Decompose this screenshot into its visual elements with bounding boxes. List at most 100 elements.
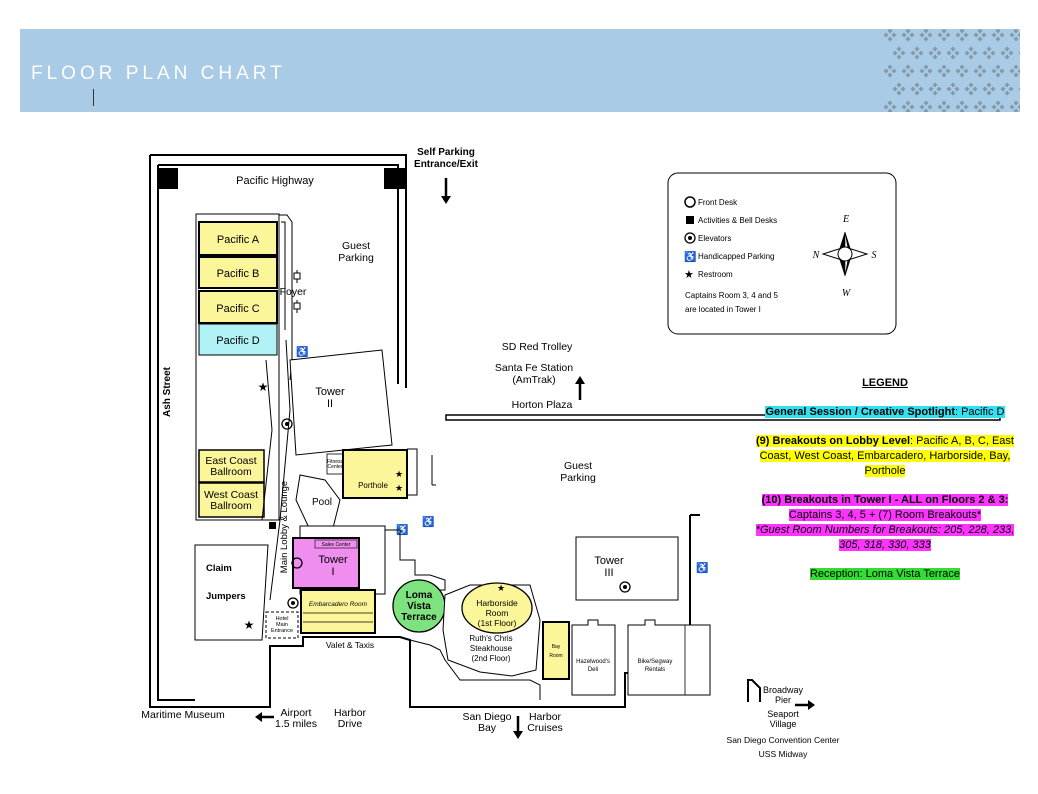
corner-block-left: [158, 168, 178, 189]
restroom-icon: ★: [258, 380, 269, 394]
claim-jumpers-outline: [194, 544, 269, 641]
restroom-key-icon: ★: [684, 269, 694, 281]
room-porthole: Porthole ★ ★: [342, 449, 408, 499]
svg-text:Pacific B: Pacific B: [217, 268, 260, 280]
ballroom-block: [195, 213, 280, 521]
left-arrow-icon: [255, 712, 262, 722]
svg-text:★: ★: [395, 483, 403, 493]
room-pacific-a: Pacific A: [198, 221, 278, 256]
ash-street-label: Ash Street: [162, 366, 173, 417]
sales-center-label: Sales Center: [322, 542, 351, 548]
svg-text:Embarcadero Room: Embarcadero Room: [309, 601, 368, 608]
elevator-icon: [281, 418, 293, 430]
svg-text:Pool: Pool: [312, 497, 332, 508]
legend-title: LEGEND: [862, 377, 908, 389]
elevator-icon-3: [619, 581, 631, 593]
elevator-icon-dot: [285, 422, 289, 426]
broadway-pier-shape: [747, 679, 761, 702]
pacific-highway-label: Pacific Highway: [236, 175, 314, 187]
horton-plaza-label: Horton Plaza: [512, 399, 573, 411]
svg-text:Handicapped Parking: Handicapped Parking: [698, 252, 775, 261]
legend: LEGEND General Session / Creative Spotli…: [746, 376, 1024, 582]
jumpers-label: Jumpers: [206, 591, 246, 602]
svg-text:W: W: [842, 288, 852, 299]
main-lobby-label: Main Lobby & Lounge: [279, 481, 290, 573]
front-desk-key-icon: [684, 196, 696, 208]
handicapped-parking-icon-4: ♿: [396, 523, 408, 536]
legend-general-session: General Session / Creative Spotlight: Pa…: [765, 406, 1005, 418]
header-banner: FLOOR PLAN CHART: [20, 29, 1020, 112]
svg-text:Pacific A: Pacific A: [217, 234, 260, 246]
svg-text:E: E: [842, 214, 849, 225]
svg-text:Restroom: Restroom: [698, 270, 733, 279]
svg-text:Pacific C: Pacific C: [216, 303, 259, 315]
legend-guest-rooms: *Guest Room Numbers for Breakouts: 205, …: [755, 524, 1015, 551]
compass-icon: E W N S: [812, 214, 877, 299]
door-icons: [293, 270, 301, 313]
svg-text:★: ★: [497, 583, 505, 593]
room-embarcadero: Embarcadero Room: [300, 589, 376, 634]
legend-tower-breakouts: (10) Breakouts in Tower I - ALL on Floor…: [755, 494, 1015, 551]
handicapped-parking-icon-3: ♿: [422, 515, 434, 528]
foyer-label: Foyer: [280, 286, 307, 298]
svg-text:★: ★: [395, 469, 403, 479]
text-cursor: [93, 89, 94, 106]
down-arrow-icon-2: [513, 731, 523, 739]
svg-text:Elevators: Elevators: [698, 234, 731, 243]
valet-label: Valet & Taxis: [326, 640, 374, 650]
convention-center-label: San Diego Convention Center: [727, 735, 840, 745]
room-pacific-c: Pacific C: [198, 290, 278, 324]
elevator-icon-2: [287, 597, 299, 609]
room-pacific-b: Pacific B: [198, 256, 278, 289]
corner-block-right: [384, 168, 405, 189]
svg-text:S: S: [872, 250, 877, 261]
map-key: ♿ ★ Front Desk Activities & Bell Desks E…: [667, 172, 897, 335]
legend-reception: Reception: Loma Vista Terrace: [809, 568, 960, 580]
svg-text:Front Desk: Front Desk: [698, 198, 738, 207]
claim-label: Claim: [206, 563, 232, 574]
activities-key-icon: [686, 216, 694, 224]
svg-text:Porthole: Porthole: [358, 481, 388, 490]
handicapped-parking-icon: ♿: [296, 345, 308, 358]
sd-trolley-label: SD Red Trolley: [502, 341, 573, 353]
down-arrow-icon: [441, 196, 451, 204]
maritime-museum-label: Maritime Museum: [141, 709, 225, 721]
right-arrow-icon: [808, 700, 815, 710]
handicapped-key-icon: ♿: [684, 250, 696, 263]
legend-lobby-breakouts: (9) Breakouts on Lobby Level: Pacific A,…: [756, 435, 1014, 477]
activities-desk-icon: [269, 522, 276, 529]
handicapped-parking-icon-2: ♿: [696, 561, 708, 574]
elevator-key-icon: [684, 232, 696, 244]
svg-text:N: N: [812, 250, 821, 261]
